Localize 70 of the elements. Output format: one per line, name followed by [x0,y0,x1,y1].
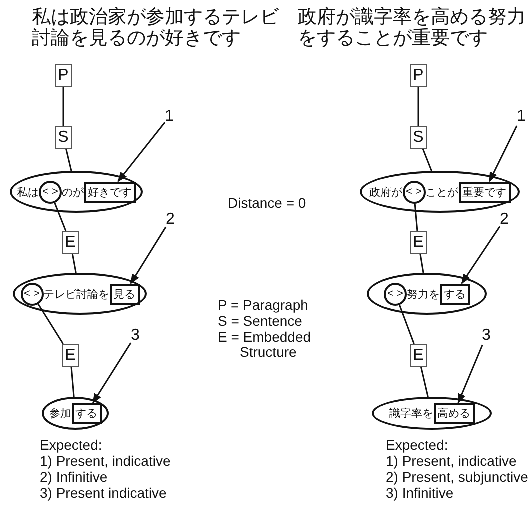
connector-line [54,202,67,232]
phrase-text: 努力を [407,288,440,302]
expected-text: 1) Present, indicative [386,454,517,470]
expected-text: 2) Present, subjunctive [386,470,528,486]
connector-line [420,366,429,398]
arrow [458,344,484,404]
heading: 政府が識字率を高める努力をすることが重要です [298,8,527,50]
label-box: S [55,126,72,149]
slot-circle: < > [20,282,44,306]
legend-text: S = Sentence [218,314,302,330]
verb-box: する [72,403,102,424]
verb-box: 見る [110,284,140,304]
connector-line [418,87,420,126]
expected-text: 3) Infinitive [386,486,454,502]
connector-line [70,366,75,398]
arrow [92,342,132,404]
legend-text: E = Embedded Structure [218,330,312,361]
arrow [461,226,501,284]
phrase-text: のが [62,186,84,200]
phrase-oval [367,273,487,315]
verb-box: 重要です [458,182,510,202]
phrase-oval [13,273,147,315]
phrase-oval [10,171,143,213]
phrase-text: 識字率を [390,406,434,421]
callout-number: 3 [482,327,491,345]
slot-circle: < > [384,282,407,306]
connector-line [66,148,72,172]
arrow [118,122,166,182]
verb-box: 好きです [84,182,136,202]
label-box: E [410,344,427,367]
legend-text: P = Paragraph [218,298,308,314]
phrase-text: 参加 [50,407,72,421]
callout-number: 2 [500,211,509,229]
phrase-text: 私は [17,186,39,200]
connector-line [420,254,424,274]
callout-number: 3 [131,327,140,345]
slot-circle: < > [402,180,426,204]
label-box: P [410,64,427,87]
expected-text: Expected: [40,438,102,454]
expected-text: 2) Infinitive [40,470,108,486]
phrase-text: テレビ討論を [44,288,110,302]
callout-number: 1 [517,108,526,126]
expected-text: 1) Present, indicative [40,454,171,470]
label-box: E [62,231,79,254]
label-box: E [410,231,427,254]
phrase-text: 政府が [370,186,402,200]
connector-line [37,303,64,344]
connector-line [422,148,432,172]
distance-label: Distance = 0 [228,196,306,212]
phrase-oval [42,397,109,430]
verb-box: 高める [434,403,474,424]
callout-number: 1 [165,108,174,126]
connector-line [62,87,64,126]
connector-line [72,254,77,274]
label-box: S [410,126,427,149]
connector-line [414,203,418,232]
label-box: P [55,64,72,87]
callout-number: 2 [166,211,175,229]
phrase-oval [372,397,492,430]
slot-circle: < > [39,180,62,204]
label-box: E [62,344,79,367]
verb-box: する [440,284,470,304]
arrow [489,126,518,182]
phrase-text: ことが [426,186,458,200]
connector-line [398,304,415,344]
heading: 私は政治家が参加するテレビ討論を見るのが好きです [32,8,280,50]
phrase-oval [360,171,520,213]
arrow [130,226,167,284]
expected-text: Expected: [386,438,448,454]
expected-text: 3) Present indicative [40,486,167,502]
